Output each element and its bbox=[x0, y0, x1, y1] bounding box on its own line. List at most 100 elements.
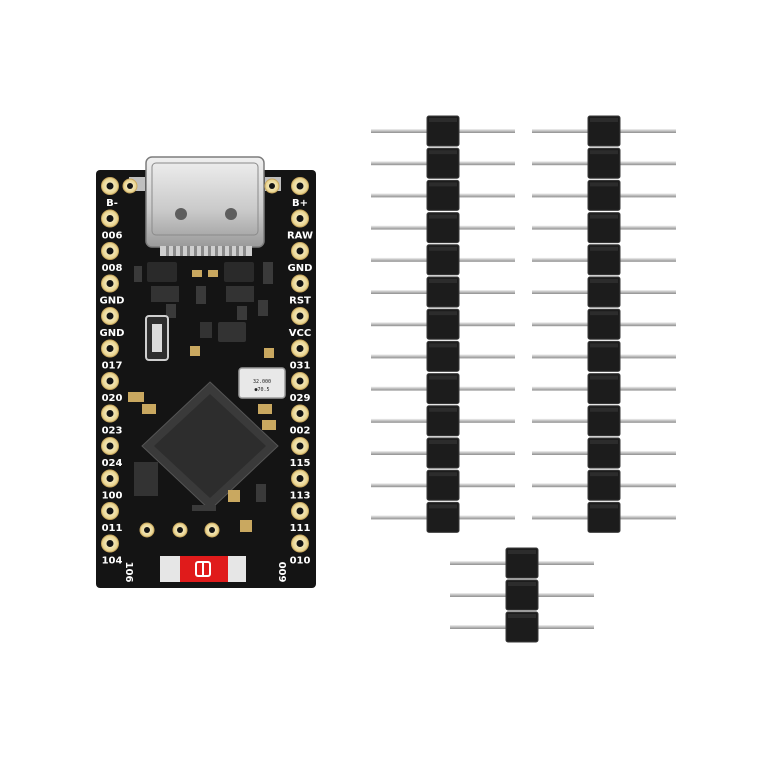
header-highlight bbox=[590, 214, 618, 219]
header-housing bbox=[426, 147, 460, 179]
header-housing bbox=[505, 547, 539, 579]
header-highlight bbox=[590, 440, 618, 444]
pad-hole bbox=[106, 377, 114, 385]
pin-label-left: 023 bbox=[102, 426, 123, 437]
pin-label-right: 113 bbox=[290, 491, 311, 502]
header-housing bbox=[587, 179, 621, 211]
header-housing bbox=[587, 501, 621, 533]
header-highlight bbox=[590, 150, 618, 155]
header-housing bbox=[426, 469, 460, 501]
header-highlight bbox=[429, 375, 457, 380]
left-pad-column bbox=[101, 177, 280, 553]
usb-contact bbox=[173, 246, 176, 256]
header-highlight bbox=[429, 343, 457, 348]
mcu-chip bbox=[141, 381, 279, 511]
usb-contact bbox=[229, 246, 232, 256]
header-highlight bbox=[429, 118, 457, 122]
header-highlight bbox=[429, 472, 457, 477]
crystal: 32.000 ●70.5 bbox=[238, 367, 286, 399]
pin-label-right: 031 bbox=[290, 361, 311, 372]
header-highlight bbox=[429, 246, 457, 251]
header-highlight bbox=[429, 407, 457, 412]
pad-hole bbox=[106, 215, 114, 222]
pin-label-left: 008 bbox=[102, 263, 123, 274]
pad-hole bbox=[296, 312, 304, 320]
svg-text:●70.5: ●70.5 bbox=[254, 387, 269, 393]
pad-hole bbox=[106, 540, 114, 547]
usb-contact bbox=[243, 246, 246, 256]
header-highlight bbox=[590, 118, 618, 122]
header-housing bbox=[587, 405, 621, 437]
pin-label-left: 100 bbox=[102, 491, 123, 502]
usb-contact bbox=[194, 246, 197, 256]
header-housing bbox=[587, 437, 621, 469]
header-housing bbox=[587, 244, 621, 276]
pin-label-left: 011 bbox=[102, 523, 123, 534]
pin-label-left: GND bbox=[100, 296, 125, 307]
header-housing bbox=[587, 115, 621, 147]
header-housing bbox=[426, 308, 460, 340]
pad-hole bbox=[296, 540, 304, 547]
pin-header-13-left bbox=[371, 115, 515, 533]
pin-label-right: 010 bbox=[290, 556, 311, 567]
header-highlight bbox=[590, 246, 618, 251]
led-jumper bbox=[160, 556, 246, 582]
header-highlight bbox=[508, 582, 536, 586]
bottom-pads bbox=[139, 522, 220, 538]
pad-hole bbox=[296, 215, 304, 222]
pad-hole bbox=[269, 183, 275, 189]
header-highlight bbox=[590, 279, 618, 283]
header-highlight bbox=[429, 311, 457, 316]
usb-contact bbox=[201, 246, 204, 256]
header-housing bbox=[587, 276, 621, 308]
pad-hole bbox=[127, 183, 133, 189]
oscillator bbox=[145, 315, 169, 361]
header-housing bbox=[505, 579, 539, 611]
pad-hole bbox=[106, 507, 114, 515]
pin-label-right: 002 bbox=[290, 426, 311, 437]
pad-hole bbox=[296, 475, 304, 482]
bottom-left-label: 106 bbox=[123, 562, 134, 583]
pad-hole bbox=[106, 182, 114, 190]
header-highlight bbox=[590, 407, 618, 412]
right-pad-column bbox=[291, 177, 309, 553]
pad-hole bbox=[106, 345, 114, 352]
usb-contact bbox=[236, 246, 239, 256]
pin-label-right: GND bbox=[288, 263, 313, 274]
pad-hole bbox=[106, 475, 114, 482]
svg-text:32.000: 32.000 bbox=[253, 379, 271, 385]
pad-hole bbox=[296, 345, 304, 352]
header-highlight bbox=[429, 504, 457, 509]
header-housing bbox=[587, 373, 621, 405]
pad-hole bbox=[106, 280, 114, 287]
pin-label-right: 029 bbox=[290, 393, 311, 404]
pad-hole bbox=[106, 410, 114, 417]
pin-label-left: 024 bbox=[102, 458, 123, 469]
header-housing bbox=[426, 212, 460, 244]
header-highlight bbox=[429, 182, 457, 187]
pad-hole bbox=[296, 280, 304, 287]
header-highlight bbox=[508, 614, 536, 618]
header-highlight bbox=[429, 150, 457, 155]
header-housing bbox=[587, 308, 621, 340]
header-housing bbox=[426, 437, 460, 469]
pad-hole bbox=[106, 312, 114, 320]
usb-c-connector bbox=[129, 156, 281, 256]
pin-label-left: 006 bbox=[102, 231, 123, 242]
pin-label-left: 020 bbox=[102, 393, 123, 404]
pad-hole bbox=[296, 182, 304, 190]
header-highlight bbox=[590, 182, 618, 187]
header-highlight bbox=[590, 472, 618, 477]
pin-label-left: B- bbox=[106, 198, 118, 209]
pad-hole bbox=[296, 410, 304, 417]
header-highlight bbox=[590, 343, 618, 348]
pin-label-left: GND bbox=[100, 328, 125, 339]
pad-hole bbox=[106, 442, 114, 450]
bottom-right-label: 009 bbox=[276, 562, 287, 583]
header-housing bbox=[426, 179, 460, 211]
pad-hole bbox=[296, 247, 304, 255]
header-housing bbox=[587, 147, 621, 179]
header-housing bbox=[426, 340, 460, 372]
header-highlight bbox=[590, 504, 618, 509]
